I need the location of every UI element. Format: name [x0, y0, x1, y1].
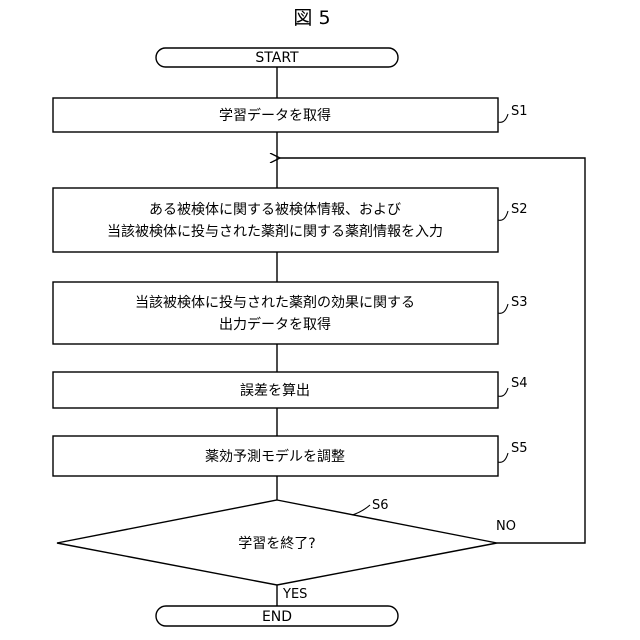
step-s5-label: S5	[511, 441, 528, 456]
step-s3-leader	[498, 304, 508, 313]
step-s1-label: S1	[511, 104, 528, 119]
decision-yes-label: YES	[282, 587, 307, 602]
step-s4-leader	[498, 388, 508, 396]
start-terminal: START	[156, 48, 398, 67]
step-s2: ある被検体に関する被検体情報、および 当該被検体に投与された薬剤に関する薬剤情報…	[53, 188, 528, 252]
step-s2-text-line1: ある被検体に関する被検体情報、および	[149, 202, 401, 218]
end-terminal: END	[156, 606, 398, 626]
step-s5: 薬効予測モデルを調整 S5	[53, 436, 528, 476]
step-s2-leader	[498, 211, 508, 220]
step-s1-text: 学習データを取得	[219, 107, 331, 124]
decision-s6-question: 学習を終了?	[238, 536, 315, 552]
step-s4-text: 誤差を算出	[240, 383, 310, 399]
step-s3: 当該被検体に投与された薬剤の効果に関する 出力データを取得 S3	[53, 282, 528, 344]
step-s1: 学習データを取得 S1	[53, 98, 528, 132]
step-s2-box	[53, 188, 498, 252]
step-s5-text: 薬効予測モデルを調整	[205, 448, 345, 465]
decision-s6-leader	[352, 505, 370, 515]
step-s1-leader	[498, 114, 508, 122]
step-s2-text-line2: 当該被検体に投与された薬剤に関する薬剤情報を入力	[107, 224, 443, 240]
step-s4-label: S4	[511, 376, 528, 391]
step-s3-label: S3	[511, 295, 528, 310]
step-s3-text-line1: 当該被検体に投与された薬剤の効果に関する	[135, 295, 415, 311]
decision-no-label: NO	[496, 519, 516, 534]
decision-s6: 学習を終了? S6 NO YES	[57, 498, 516, 602]
step-s3-box	[53, 282, 498, 344]
decision-s6-label: S6	[372, 498, 389, 513]
step-s3-text-line2: 出力データを取得	[219, 316, 331, 333]
start-terminal-label: START	[255, 50, 299, 66]
end-terminal-label: END	[262, 609, 292, 625]
step-s4: 誤差を算出 S4	[53, 372, 528, 408]
figure-title: 図 5	[293, 7, 330, 29]
step-s2-label: S2	[511, 202, 528, 217]
step-s5-leader	[498, 453, 508, 462]
